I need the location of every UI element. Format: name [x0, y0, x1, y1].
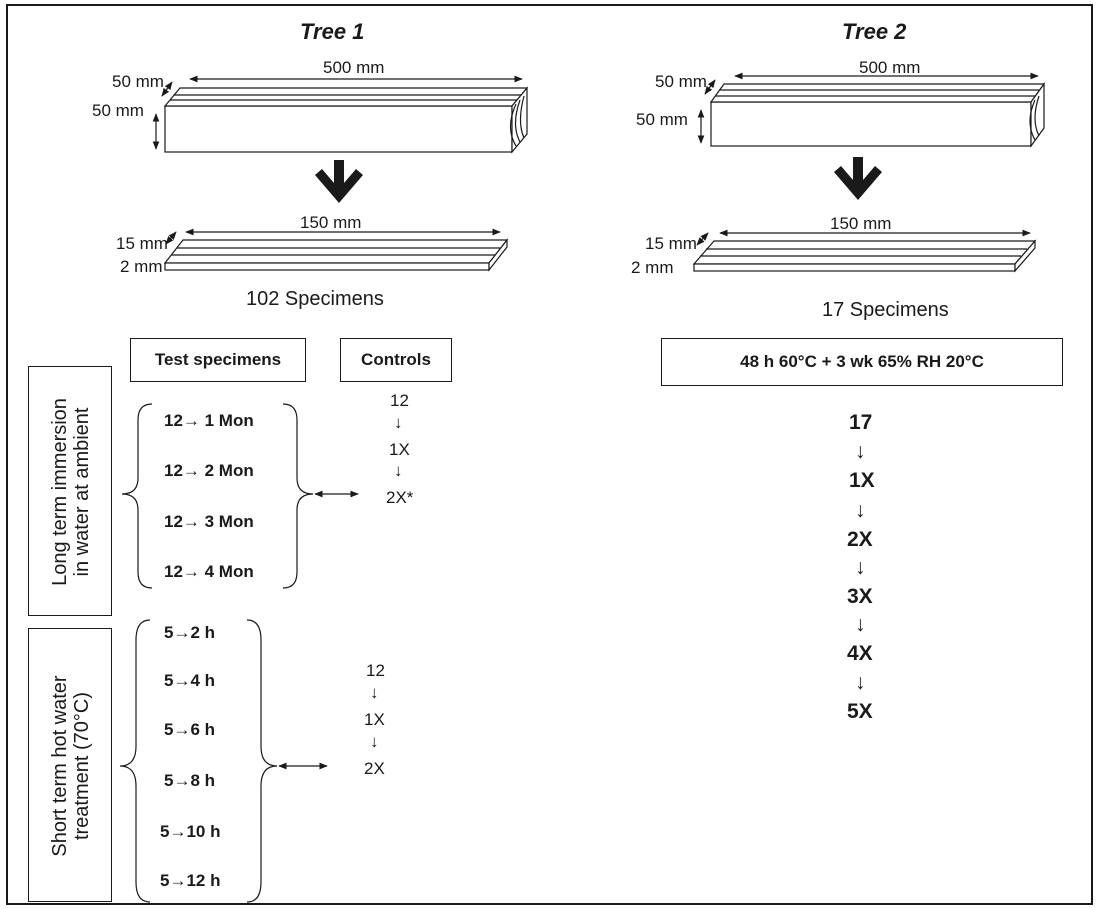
- short-term-item: 5→12 h: [160, 871, 221, 890]
- tree2-block-width-arrow: [704, 79, 716, 95]
- long-term-label: Long term immersion in water at ambient: [49, 367, 93, 617]
- long-term-item: 12→ 3 Mon: [164, 512, 254, 531]
- tree2-block-shape: [709, 82, 1046, 148]
- tree2-strip-width-label: 15 mm: [645, 234, 697, 253]
- short-term-label: Short term hot water treatment (70°C): [49, 629, 93, 903]
- tree2-strip-thickness-label: 2 mm: [631, 258, 674, 277]
- short-term-item: 5→8 h: [164, 771, 216, 790]
- long-term-right-brace: [282, 403, 314, 589]
- tree1-block-shape: [163, 86, 529, 154]
- tree1-block-height-label: 50 mm: [92, 101, 144, 120]
- tree2-sequence-arrow: ↓: [855, 613, 866, 636]
- process-arrows: [315, 157, 882, 203]
- tree2-title: Tree 2: [842, 19, 907, 44]
- long-term-label-box: Long term immersion in water at ambient: [28, 366, 112, 616]
- long-term-control-arrow: ↓: [394, 461, 403, 480]
- tree2-sequence-arrow: ↓: [855, 556, 866, 579]
- long-term-label-line2: in water at ambient: [71, 407, 93, 577]
- short-term-item: 5→4 h: [164, 671, 216, 690]
- tree2-conditioning-box: 48 h 60°C + 3 wk 65% RH 20°C: [661, 338, 1063, 386]
- short-term-item: 5→2 h: [164, 623, 216, 642]
- long-term-control-step: 1X: [389, 440, 410, 459]
- long-term-control-arrow: ↓: [394, 413, 403, 432]
- short-term-left-brace: [119, 619, 151, 903]
- controls-header: Controls: [340, 338, 452, 382]
- tree1-strip-width-label: 15 mm: [116, 234, 168, 253]
- long-term-control-count: 12: [390, 391, 409, 410]
- tree2-block-height-label: 50 mm: [636, 110, 688, 129]
- tree2-sequence-arrow: ↓: [855, 440, 866, 463]
- short-term-control-arrow: ↓: [370, 732, 379, 751]
- tree2-sequence-step: 1X: [849, 469, 875, 492]
- short-term-item: 5→6 h: [164, 720, 216, 739]
- tree1-block-width-label: 50 mm: [112, 72, 164, 91]
- long-term-left-brace: [121, 403, 153, 589]
- tree1-title: Tree 1: [300, 19, 365, 44]
- short-term-control-step: 1X: [364, 710, 385, 729]
- long-term-item: 12→ 4 Mon: [164, 562, 254, 581]
- tree2-strip-length-label: 150 mm: [830, 214, 892, 233]
- figure-frame: [6, 4, 1093, 905]
- tree2-strip-shape: [692, 239, 1037, 273]
- long-term-item: 12→ 2 Mon: [164, 461, 254, 480]
- tree2-down-arrow: [834, 157, 882, 200]
- long-term-item: 12→ 1 Mon: [164, 411, 254, 430]
- long-term-label-line1: Long term immersion: [49, 398, 71, 586]
- short-term-control-step: 2X: [364, 759, 385, 778]
- test-specimens-header: Test specimens: [130, 338, 306, 382]
- tree1-strip-shape: [163, 238, 509, 272]
- tree2-strip-width-arrow: [696, 232, 709, 246]
- short-term-label-box: Short term hot water treatment (70°C): [28, 628, 112, 902]
- tree2-sequence-count: 17: [849, 411, 873, 434]
- tree2-specimen-count: 17 Specimens: [822, 299, 949, 321]
- short-term-control-count: 12: [366, 661, 385, 680]
- tree2-sequence-arrow: ↓: [855, 671, 866, 694]
- short-term-label-line2: treatment (70°C): [71, 691, 93, 841]
- tree2-sequence-step: 5X: [847, 700, 873, 723]
- tree2-sequence-step: 3X: [847, 585, 873, 608]
- tree1-down-arrow: [315, 160, 363, 203]
- tree2-block-length-label: 500 mm: [859, 58, 921, 77]
- short-term-control-arrow: ↓: [370, 683, 379, 702]
- tree1-strip-width-arrow: [165, 231, 177, 245]
- tree1-block-length-label: 500 mm: [323, 58, 385, 77]
- short-term-label-line1: Short term hot water: [49, 675, 71, 857]
- tree2-block-width-label: 50 mm: [655, 72, 707, 91]
- tree2-sequence-arrow: ↓: [855, 499, 866, 522]
- tree1-strip-length-label: 150 mm: [300, 213, 362, 232]
- tree1-specimen-count: 102 Specimens: [246, 288, 384, 310]
- long-term-control-step: 2X*: [386, 488, 414, 507]
- tree1-block-width-arrow: [161, 81, 173, 97]
- tree2-sequence-step: 4X: [847, 642, 873, 665]
- tree2-sequence-step: 2X: [847, 528, 873, 551]
- tree1-strip-thickness-label: 2 mm: [120, 257, 163, 276]
- short-term-right-brace: [246, 619, 278, 903]
- short-term-item: 5→10 h: [160, 822, 221, 841]
